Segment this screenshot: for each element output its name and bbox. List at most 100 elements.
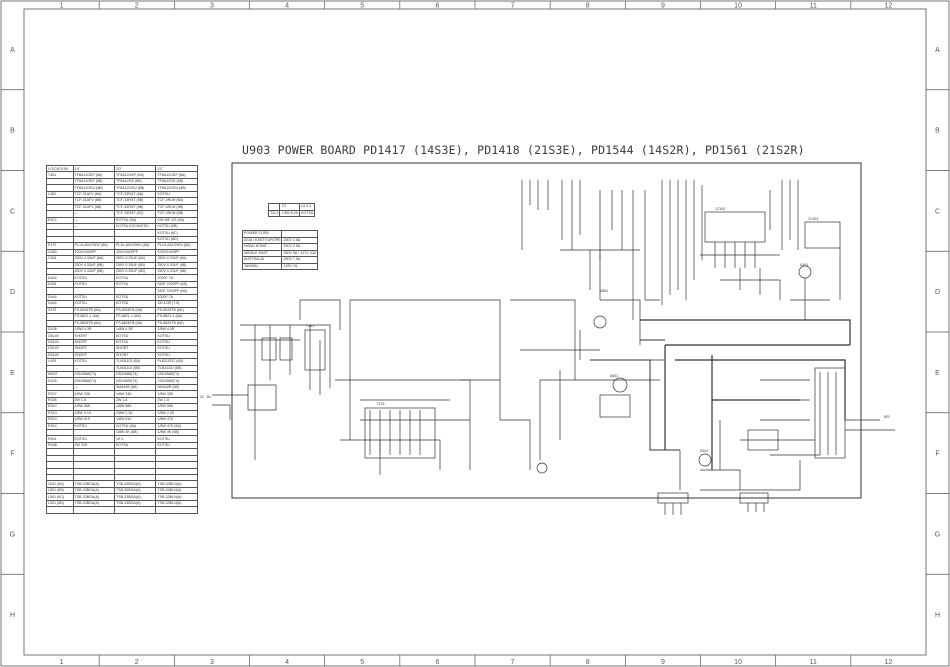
column-label: 3 xyxy=(210,659,214,666)
table-cell: FS-8821-1 (6A) xyxy=(155,313,198,321)
table-row xyxy=(46,473,198,482)
table-cell: KOTSU xyxy=(155,441,198,450)
row-label: A xyxy=(10,47,15,54)
table-cell: 3MA42B (6A) xyxy=(114,383,157,392)
row-label: F xyxy=(10,451,14,458)
row-label: C xyxy=(935,208,940,215)
row-label: E xyxy=(10,370,15,377)
table-cell: 1/8W 0.1K xyxy=(72,409,116,418)
table-cell: 250V 0.33UF (6B) xyxy=(72,267,116,276)
table-cell: KOTSU xyxy=(155,351,198,360)
column-label: 12 xyxy=(885,659,893,666)
table-cell: 2SD2689(T4) xyxy=(114,377,157,385)
column-label: 1 xyxy=(60,3,64,10)
svg-text:Q501: Q501 xyxy=(700,449,708,453)
table-row: ---3MA42B (6A)3MA42B (6B) xyxy=(46,383,198,392)
column-label: 11 xyxy=(810,3,817,10)
table-cell: 250V 0.33UF (6B) xyxy=(72,261,116,270)
table-cell: 1/8W 47K (6A) xyxy=(155,422,198,430)
table-cell xyxy=(72,461,116,469)
table-cell: 1/8W 4.3R xyxy=(114,325,157,334)
table-row: 250V 0.33UF (6B)250V 0.33UF (6B)250V 0.3… xyxy=(46,267,198,276)
table-cell: T2L3 xyxy=(267,209,281,217)
table-cell: FS-8826TB (6A) xyxy=(72,319,116,327)
table-cell: FS-8826TB (6A) xyxy=(114,319,157,327)
table-cell xyxy=(72,467,116,476)
table-cell: KOTSU xyxy=(114,274,157,282)
table-cell xyxy=(114,448,157,456)
column-label: 4 xyxy=(285,659,289,666)
table-cell: FS-8821-1 (6A) xyxy=(114,313,157,321)
table-row xyxy=(46,506,198,514)
table-cell: SHORT xyxy=(72,338,116,347)
column-label: 7 xyxy=(511,3,515,10)
component-labels: Q801 Q802 Q501 Q401 IC501 IC401 T461 T47… xyxy=(200,207,890,453)
table-row: L501 (6B)TSB-33BGA(A)TSB-33BGA(A)TSB-33B… xyxy=(46,486,198,495)
row-label: H xyxy=(935,612,940,619)
column-label: 5 xyxy=(360,3,364,10)
table-cell xyxy=(114,454,157,463)
table-cell: 1M 4.0R (7.5) xyxy=(155,300,198,308)
table-cell: 1/8W 2.2K xyxy=(155,409,198,418)
column-label: 6 xyxy=(435,659,439,666)
column-label: 9 xyxy=(661,3,665,10)
table-cell: --- xyxy=(72,383,116,392)
table-cell: 1/8W 56K xyxy=(72,403,116,411)
table-row xyxy=(46,467,198,476)
table-cell: 1.5W 8.2K xyxy=(279,209,300,217)
table-cell: 2SD2688(T4) xyxy=(114,370,157,379)
column-label: 4 xyxy=(285,3,289,10)
table-cell xyxy=(72,287,116,295)
table-cell: KOTSU xyxy=(155,338,198,347)
table-cell: 2W 1.8 xyxy=(72,396,116,405)
column-label: 10 xyxy=(734,659,742,666)
table-cell: TLN3110J (6B) xyxy=(155,364,198,373)
column-label: 3 xyxy=(210,3,214,10)
svg-text:Q801: Q801 xyxy=(600,289,608,293)
svg-text:DEF: DEF xyxy=(884,415,890,419)
row-label: G xyxy=(10,531,15,538)
table-row xyxy=(46,448,198,456)
table-row xyxy=(46,461,198,469)
table-cell: 2SD2688(T4) xyxy=(155,377,198,385)
table-row: FS-8821-1 (6A)FS-8821-1 (6A)FS-8821-1 (6… xyxy=(46,313,198,321)
table-cell: 1000F 7A xyxy=(155,293,198,302)
table-cell: KOTSU xyxy=(72,293,116,302)
svg-text:Q802: Q802 xyxy=(610,374,618,378)
table-cell: KOTSU xyxy=(114,332,157,340)
table-cell: 250V 0.33UF (6A) xyxy=(114,255,157,263)
table-cell: TSB-33BGA(A) xyxy=(72,480,116,488)
row-label: C xyxy=(10,208,15,215)
table-cell: KOTSU xyxy=(114,293,157,302)
row-label: H xyxy=(10,612,15,619)
table-cell: 2W 1.8 xyxy=(155,396,198,405)
table-cell: TSB-33BLN(A) xyxy=(155,499,198,508)
table-cell: TSB-33BGA(A) xyxy=(72,486,116,495)
table-cell: 1/8W 4K (6B) xyxy=(114,428,157,437)
row-label: D xyxy=(935,289,940,296)
table-cell: 1/8W 4.3R xyxy=(72,325,116,334)
table-cell xyxy=(72,448,116,456)
table-cell: TLN3110J (6B) xyxy=(114,364,157,373)
column-label: 11 xyxy=(810,659,817,666)
table-cell: 125V 7A xyxy=(281,262,318,270)
table-cell: FS-8026TB (6A) xyxy=(155,306,198,315)
table-cell: TAIWAN xyxy=(241,262,283,270)
